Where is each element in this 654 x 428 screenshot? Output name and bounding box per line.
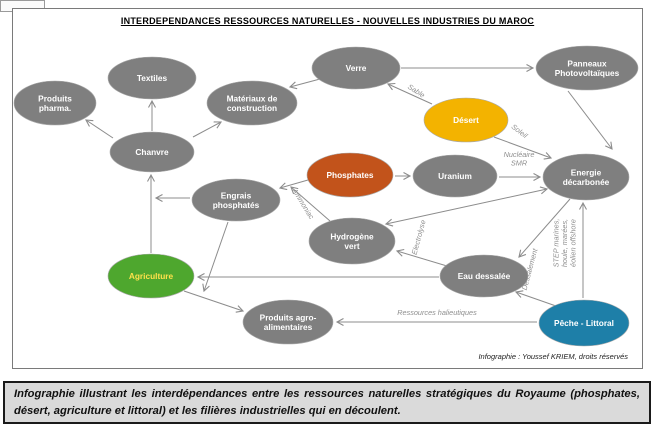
infographic-frame: INTERDEPENDANCES RESSOURCES NATURELLES -… bbox=[12, 8, 643, 369]
diagram-title: INTERDEPENDANCES RESSOURCES NATURELLES -… bbox=[13, 16, 642, 26]
diagram-title-text: INTERDEPENDANCES RESSOURCES NATURELLES -… bbox=[120, 16, 535, 26]
caption-box: Infographie illustrant les interdépendan… bbox=[3, 381, 651, 424]
credit-line: Infographie : Youssef KRIEM, droits rése… bbox=[478, 352, 628, 361]
caption-text: Infographie illustrant les interdépendan… bbox=[14, 388, 640, 417]
